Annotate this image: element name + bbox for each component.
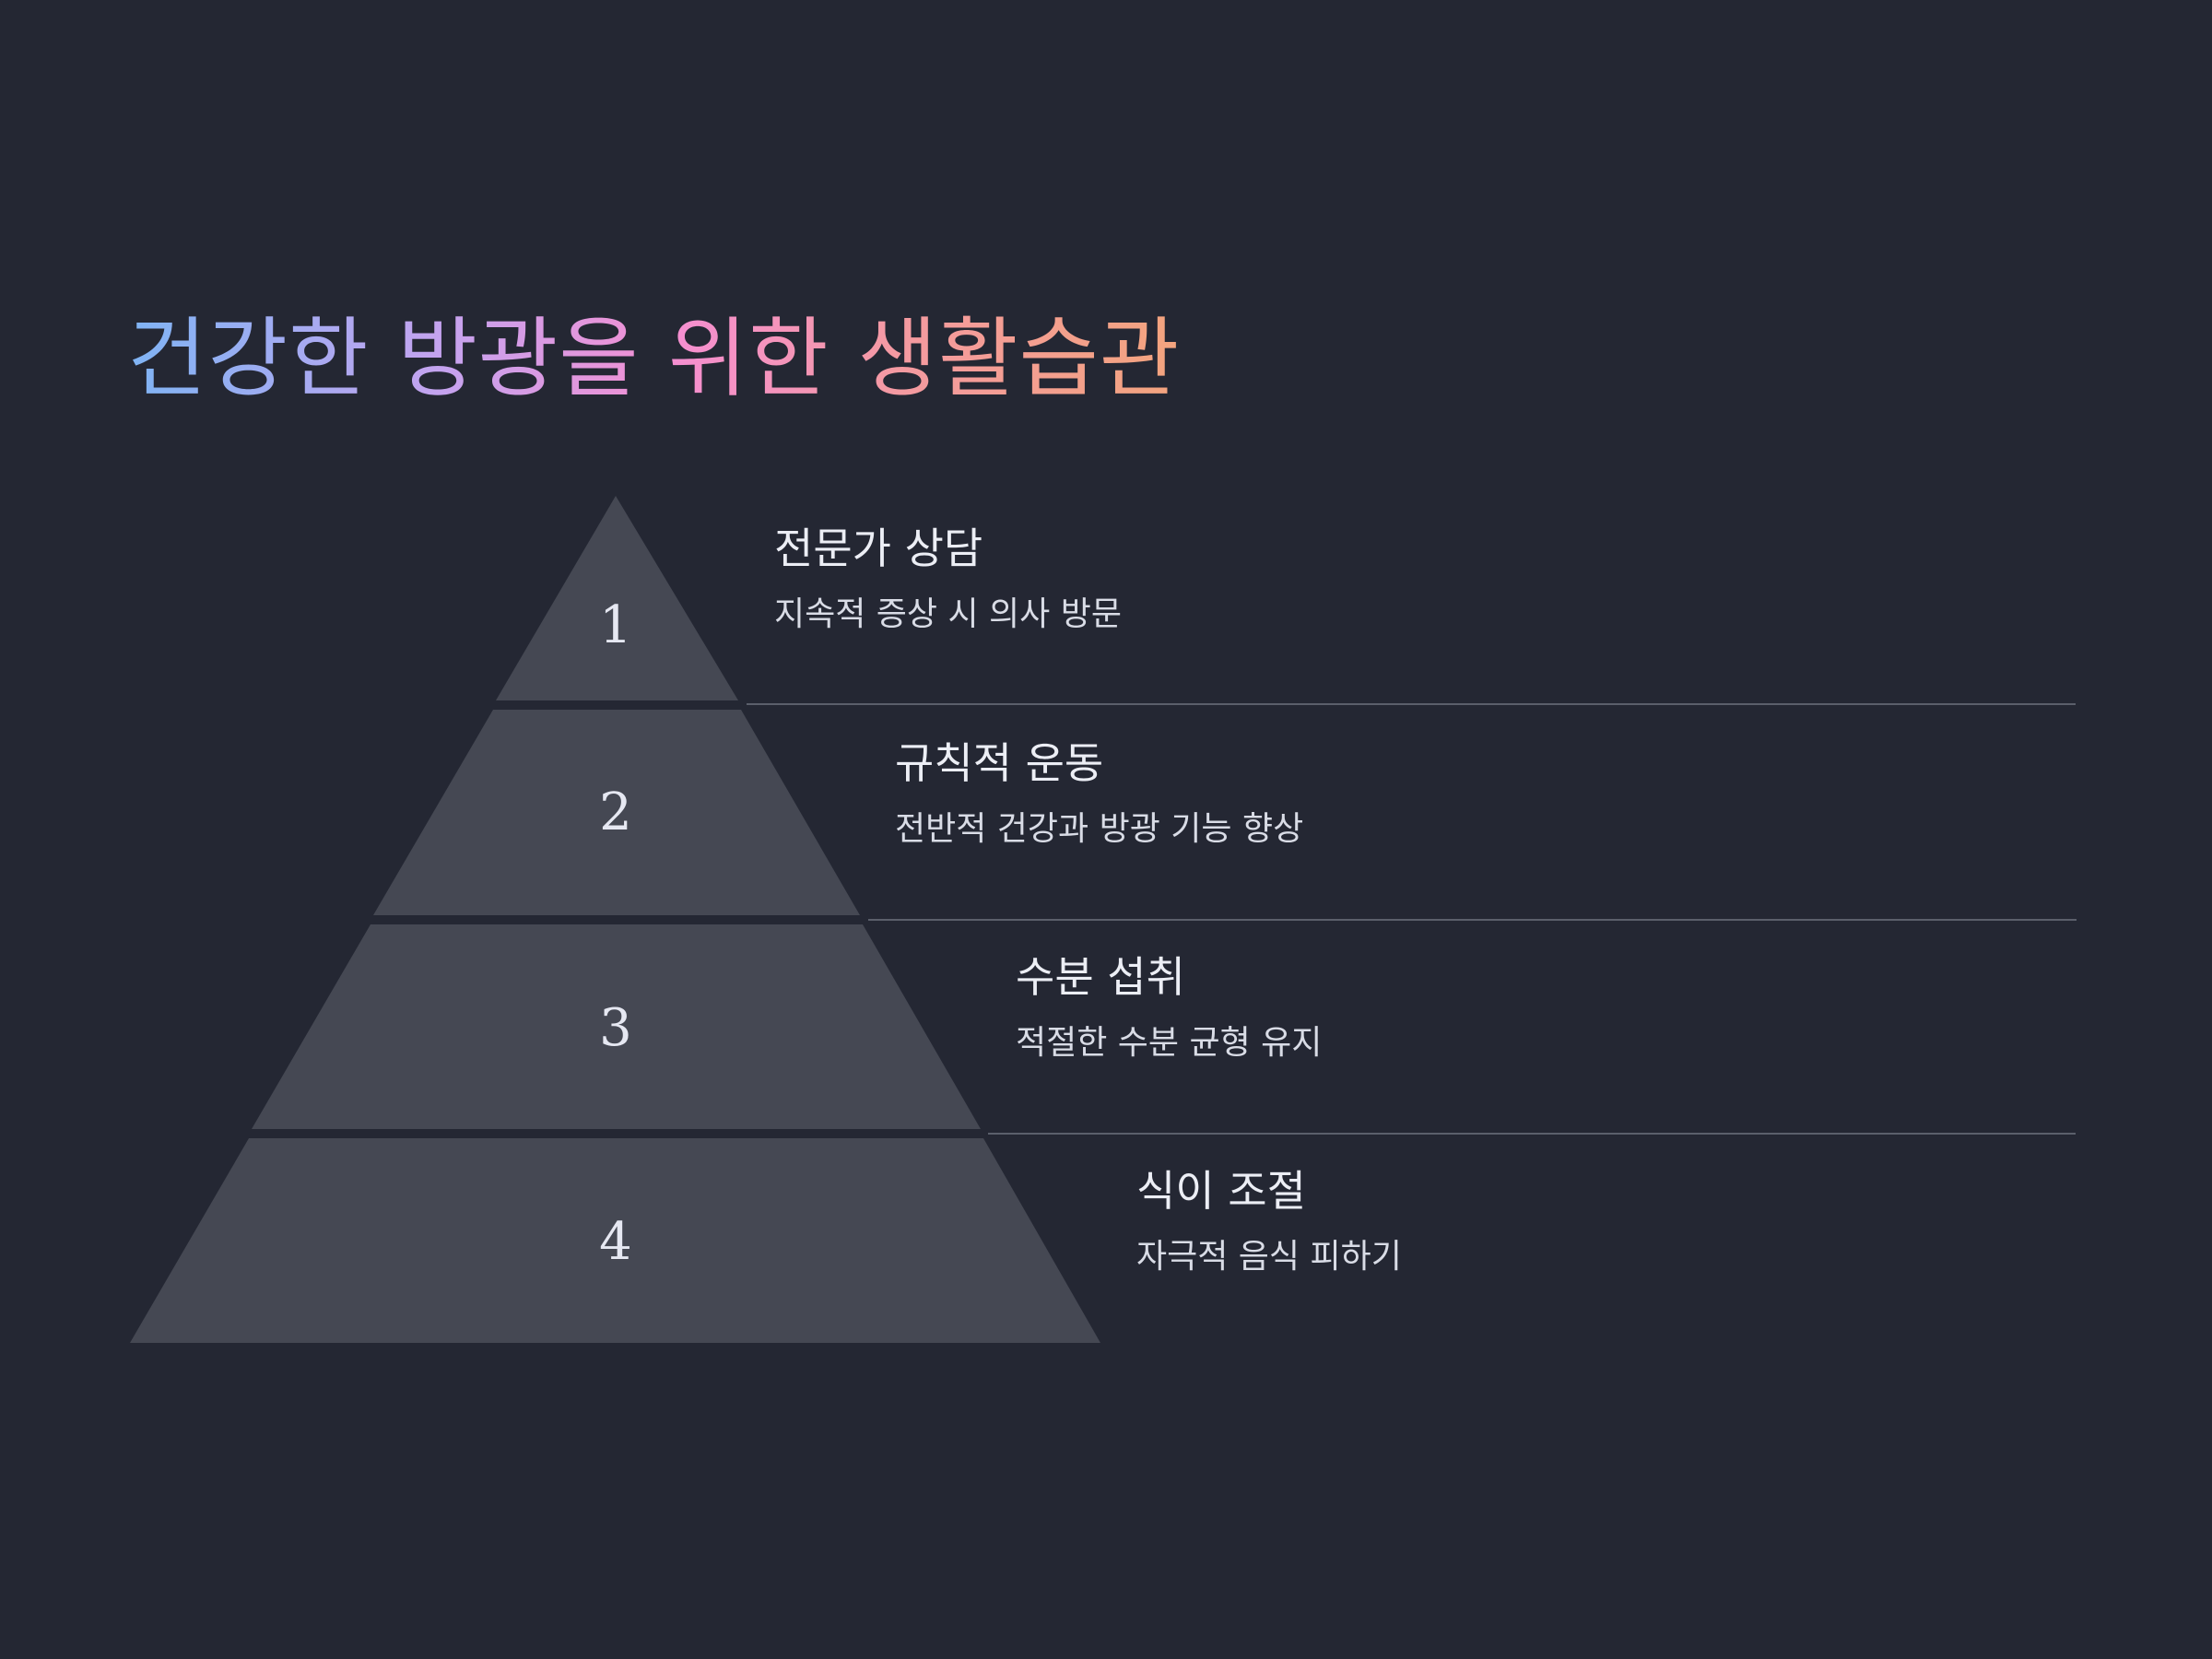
tier-number-2: 2 bbox=[599, 782, 632, 842]
pyramid-tier-3 bbox=[252, 924, 981, 1129]
pyramid-tier-2 bbox=[373, 710, 860, 915]
level-4-description: 자극적 음식 피하기 bbox=[1136, 1238, 1402, 1277]
tier-number-1: 1 bbox=[599, 595, 632, 655]
level-3-title: 수분 섭취 bbox=[1016, 952, 1185, 1002]
tier-number-4: 4 bbox=[599, 1212, 632, 1272]
level-3-text: 수분 섭취 적절한 수분 균형 유지 bbox=[1016, 952, 1322, 1063]
level-1-title: 전문가 상담 bbox=[774, 524, 983, 573]
level-2-description: 전반적 건강과 방광 기능 향상 bbox=[895, 810, 1304, 849]
pyramid-tier-1 bbox=[496, 496, 738, 700]
level-2-text: 규칙적 운동 전반적 건강과 방광 기능 향상 bbox=[895, 738, 1303, 849]
level-1-description: 지속적 증상 시 의사 방문 bbox=[774, 595, 1122, 634]
level-1-text: 전문가 상담 지속적 증상 시 의사 방문 bbox=[774, 524, 1122, 634]
level-3-description: 적절한 수분 균형 유지 bbox=[1016, 1024, 1323, 1063]
tier-number-3: 3 bbox=[599, 998, 632, 1058]
page-title: 건강한 방광을 위한 생활습관 bbox=[127, 309, 1181, 409]
pyramid-tier-4 bbox=[130, 1138, 1100, 1343]
level-4-title: 식이 조절 bbox=[1136, 1166, 1306, 1216]
level-2-title: 규칙적 운동 bbox=[895, 738, 1104, 788]
level-4-text: 식이 조절 자극적 음식 피하기 bbox=[1136, 1166, 1402, 1277]
